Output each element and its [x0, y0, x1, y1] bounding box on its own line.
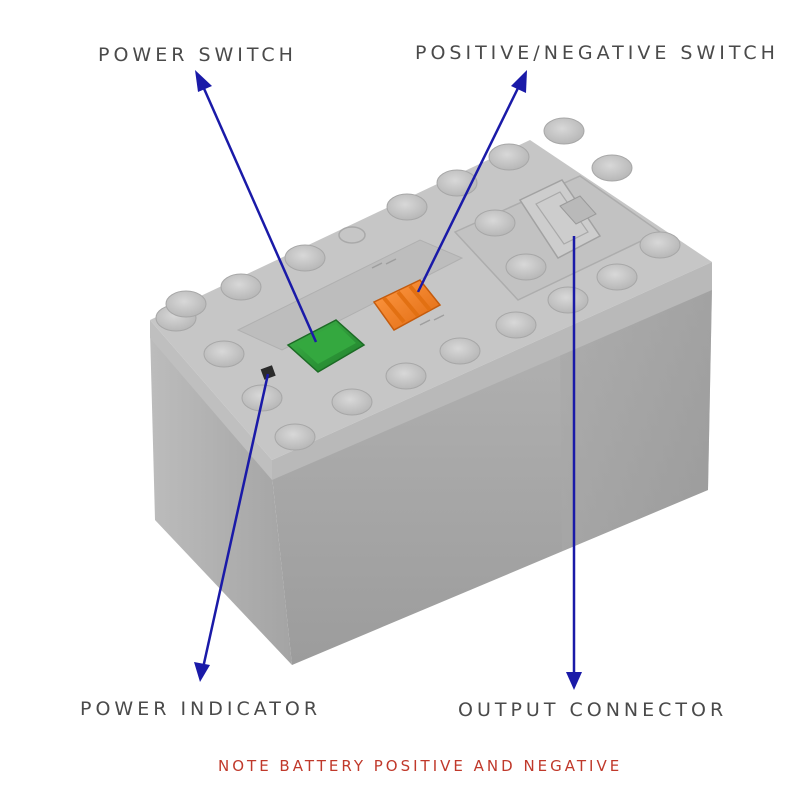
- box-top-left-edge: [150, 320, 272, 480]
- box-front-shade: [560, 288, 712, 551]
- polarity-switch-arrow: [416, 83, 522, 293]
- positive-negative-switch-label: POSITIVE/NEGATIVE SWITCH: [415, 42, 779, 64]
- annotation-arrows: [194, 70, 582, 690]
- battery-polarity-note: NOTE BATTERY POSITIVE AND NEGATIVE: [218, 757, 623, 775]
- output-connector-arrowhead: [566, 672, 582, 690]
- power-indicator-arrowhead: [194, 662, 210, 682]
- output-connector-port[interactable]: [518, 179, 602, 259]
- polarity-arrows-icon: [371, 258, 445, 326]
- vent-circle: [338, 226, 366, 244]
- power-switch-arrow: [200, 83, 318, 343]
- studs: [155, 117, 681, 451]
- box-left-face: [150, 330, 292, 665]
- power-indicator-led: [260, 365, 276, 380]
- power-indicator-arrow: [201, 373, 270, 669]
- box-top-edge: [272, 262, 712, 480]
- power-switch-label: POWER SWITCH: [98, 44, 297, 66]
- power-switch-arrowhead: [195, 70, 212, 92]
- output-connector-label: OUTPUT CONNECTOR: [458, 699, 728, 721]
- power-indicator-label: POWER INDICATOR: [80, 698, 322, 720]
- battery-box: [150, 140, 712, 665]
- polarity-switch[interactable]: [372, 279, 442, 331]
- switch-panel: [236, 239, 464, 351]
- power-switch-button[interactable]: [286, 319, 366, 373]
- polarity-switch-arrowhead: [511, 70, 527, 93]
